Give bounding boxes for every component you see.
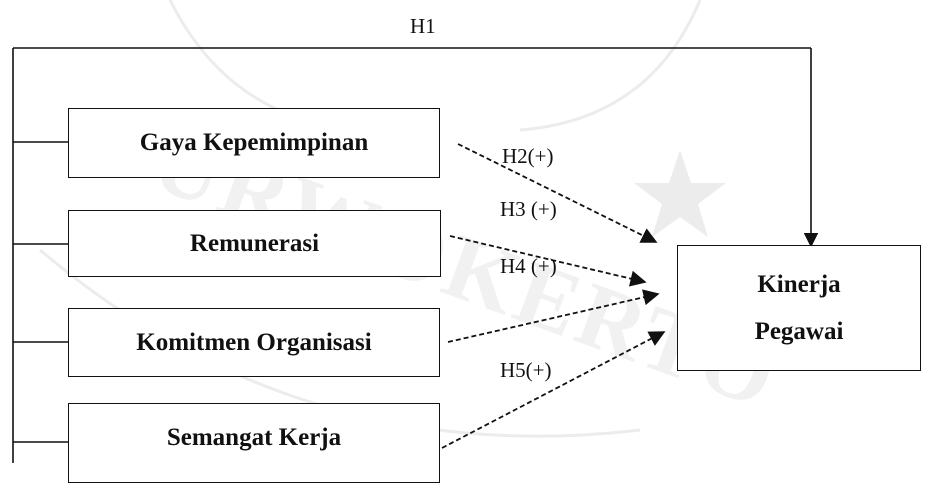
h4-arrow [447, 289, 660, 343]
h5-label: H5(+) [500, 358, 552, 382]
star-icon [634, 150, 726, 237]
h1-label: H1 [410, 14, 436, 38]
variable-remunerasi-label: Remunerasi [189, 229, 320, 257]
h3-arrow [449, 235, 647, 287]
h2-label: H2(+) [502, 144, 554, 168]
variable-gaya-kepemimpinan: Gaya Kepemimpinan [68, 108, 440, 178]
dependent-line2: Pegawai [754, 318, 844, 345]
variable-semangat-kerja: Semangat Kerja [68, 403, 440, 483]
research-model-diagram [12, 47, 819, 463]
variable-semangat-label: Semangat Kerja [166, 424, 342, 451]
variable-gaya-label: Gaya Kepemimpinan [139, 129, 369, 156]
h3-label: H3 (+) [500, 197, 557, 221]
dependent-line1: Kinerja [757, 270, 841, 298]
h2-arrow [457, 143, 658, 243]
h5-arrow [441, 331, 666, 449]
variable-remunerasi: Remunerasi [68, 210, 441, 277]
variable-komitmen-organisasi: Komitmen Organisasi [68, 308, 440, 377]
variable-komitmen-label: Komitmen Organisasi [136, 328, 372, 356]
h4-label: H4 (+) [500, 254, 557, 278]
dependent-kinerja-pegawai: Kinerja Pegawai [677, 245, 921, 371]
